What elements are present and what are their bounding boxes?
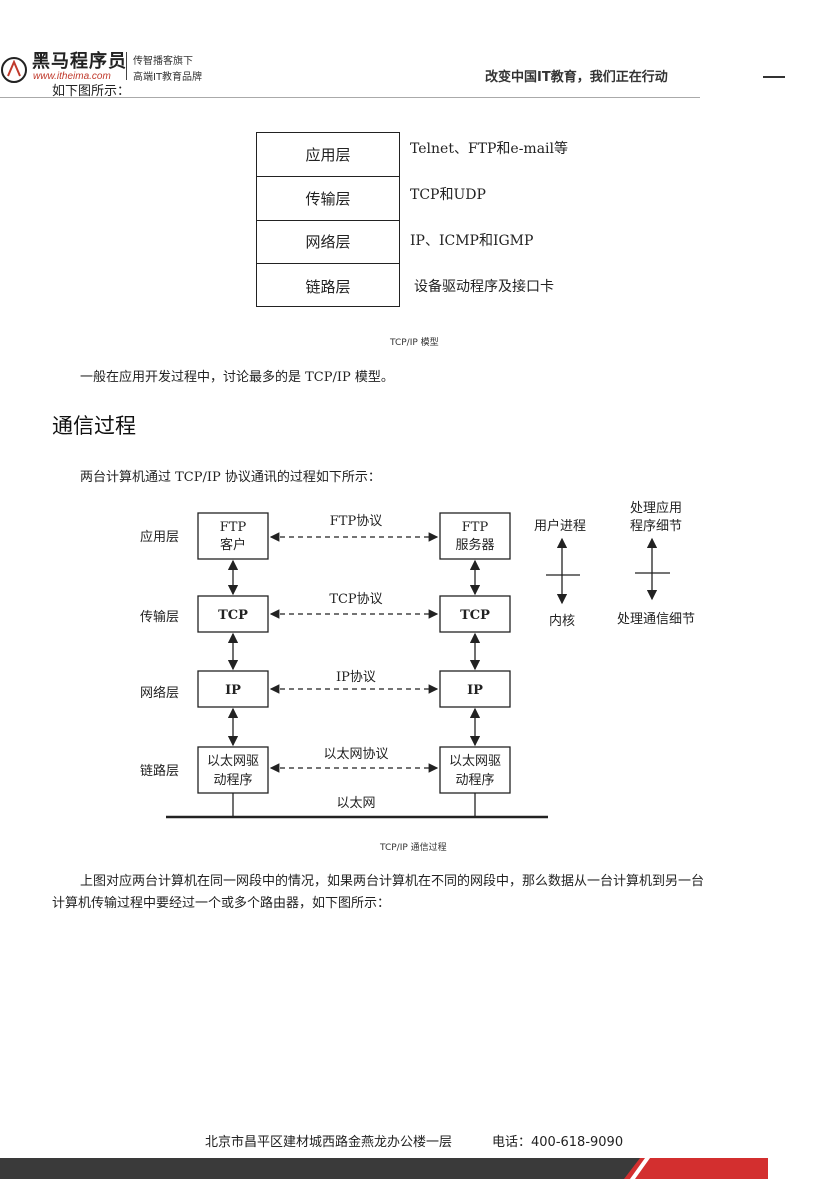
comm-layer-label-3: 链路层 — [140, 763, 179, 779]
paragraph-model-note: 一般在应用开发过程中，讨论最多的是 TCP/IP 模型。 — [80, 370, 394, 385]
left-box-app-line2: 客户 — [220, 537, 246, 553]
protocol-label-tcp: TCP协议 — [329, 592, 382, 607]
legend-app-detail-line2: 程序细节 — [630, 519, 682, 534]
layer-cell-application: 应用层 — [257, 133, 399, 177]
footer-bar — [0, 1158, 768, 1179]
legend-app-detail-line1: 处理应用 — [630, 500, 682, 516]
left-box-driver-line2: 动程序 — [213, 773, 252, 788]
footer-phone: 电话：400-618-9090 — [492, 1135, 624, 1150]
right-box-driver-line1: 以太网驱 — [449, 754, 501, 769]
protocol-label-ip: IP协议 — [336, 670, 376, 685]
left-box-ip-label: IP — [225, 683, 241, 698]
header-dash — [763, 76, 785, 78]
brand-slogan-line2: 高端IT教育品牌 — [133, 72, 203, 83]
brand-slogan-line1: 传智播客旗下 — [133, 56, 193, 67]
closing-paragraph-line2: 计算机传输过程中要经过一个或多个路由器，如下图所示： — [52, 896, 391, 911]
left-box-tcp — [197, 595, 269, 633]
brand-separator — [126, 52, 127, 80]
comm-layer-label-1: 传输层 — [140, 609, 179, 625]
right-box-app-line1: FTP — [462, 520, 489, 535]
intro-text: 如下图所示： — [52, 84, 131, 99]
right-box-app-line2: 服务器 — [455, 537, 494, 553]
protocol-label-ethernet: 以太网协议 — [323, 747, 388, 762]
protocol-label-ftp: FTP协议 — [330, 514, 382, 529]
layer-cell-link: 链路层 — [305, 277, 351, 296]
left-box-tcp-label: TCP — [218, 608, 248, 623]
layer-desc-network: IP、ICMP和IGMP — [410, 233, 534, 249]
left-box-ip — [197, 670, 269, 708]
layer-cell-network: 网络层 — [257, 221, 399, 265]
left-box-driver-line1: 以太网驱 — [207, 754, 259, 769]
figure-caption-comm: TCP/IP 通信过程 — [380, 843, 447, 853]
layer-desc-transport: TCP和UDP — [410, 187, 486, 203]
footer-address: 北京市昌平区建材城西路金燕龙办公楼一层 — [205, 1135, 453, 1150]
right-box-tcp-label: TCP — [460, 608, 490, 623]
vertical-arrows — [227, 559, 481, 747]
comm-layer-label-2: 网络层 — [140, 685, 179, 701]
brand-name: 黑马程序员 — [32, 51, 127, 72]
brand-logo-icon — [1, 57, 27, 83]
legend-kernel: 内核 — [549, 613, 575, 629]
comm-layer-label-0: 应用层 — [140, 529, 179, 545]
protocol-arrows — [269, 532, 439, 773]
right-box-tcp — [439, 595, 511, 633]
right-box-ip-label: IP — [467, 683, 483, 698]
right-box-app — [439, 512, 511, 560]
brand-url: www.itheima.com — [33, 71, 111, 82]
layer-desc-link: 设备驱动程序及接口卡 — [414, 279, 554, 295]
header-rule — [0, 97, 700, 98]
legend-comm-detail: 处理通信细节 — [617, 612, 695, 627]
comm-process-diagram: 应用层 传输层 网络层 链路层 FTP 客户 TCP IP 以太网驱 动程序 F… — [140, 500, 695, 819]
tcpip-layer-table: 应用层 传输层 网络层 链路层 — [256, 132, 400, 307]
layer-cell-transport: 传输层 — [257, 177, 399, 221]
layer-desc-application: Telnet、FTP和e-mail等 — [410, 141, 569, 157]
figure-caption-model: TCP/IP 模型 — [390, 338, 439, 348]
left-box-app — [197, 512, 269, 560]
right-box-ip — [439, 670, 511, 708]
section-title: 通信过程 — [52, 414, 136, 438]
section-intro: 两台计算机通过 TCP/IP 协议通讯的过程如下所示： — [80, 470, 381, 485]
left-box-app-line1: FTP — [220, 520, 247, 535]
ethernet-label: 以太网 — [336, 796, 375, 811]
closing-paragraph-line1: 上图对应两台计算机在同一网段中的情况，如果两台计算机在不同的网段中，那么数据从一… — [80, 874, 705, 889]
legend-user-process: 用户进程 — [534, 518, 586, 534]
header-motto: 改变中国IT教育，我们正在行动 — [485, 70, 668, 85]
right-box-driver-line2: 动程序 — [455, 773, 494, 788]
